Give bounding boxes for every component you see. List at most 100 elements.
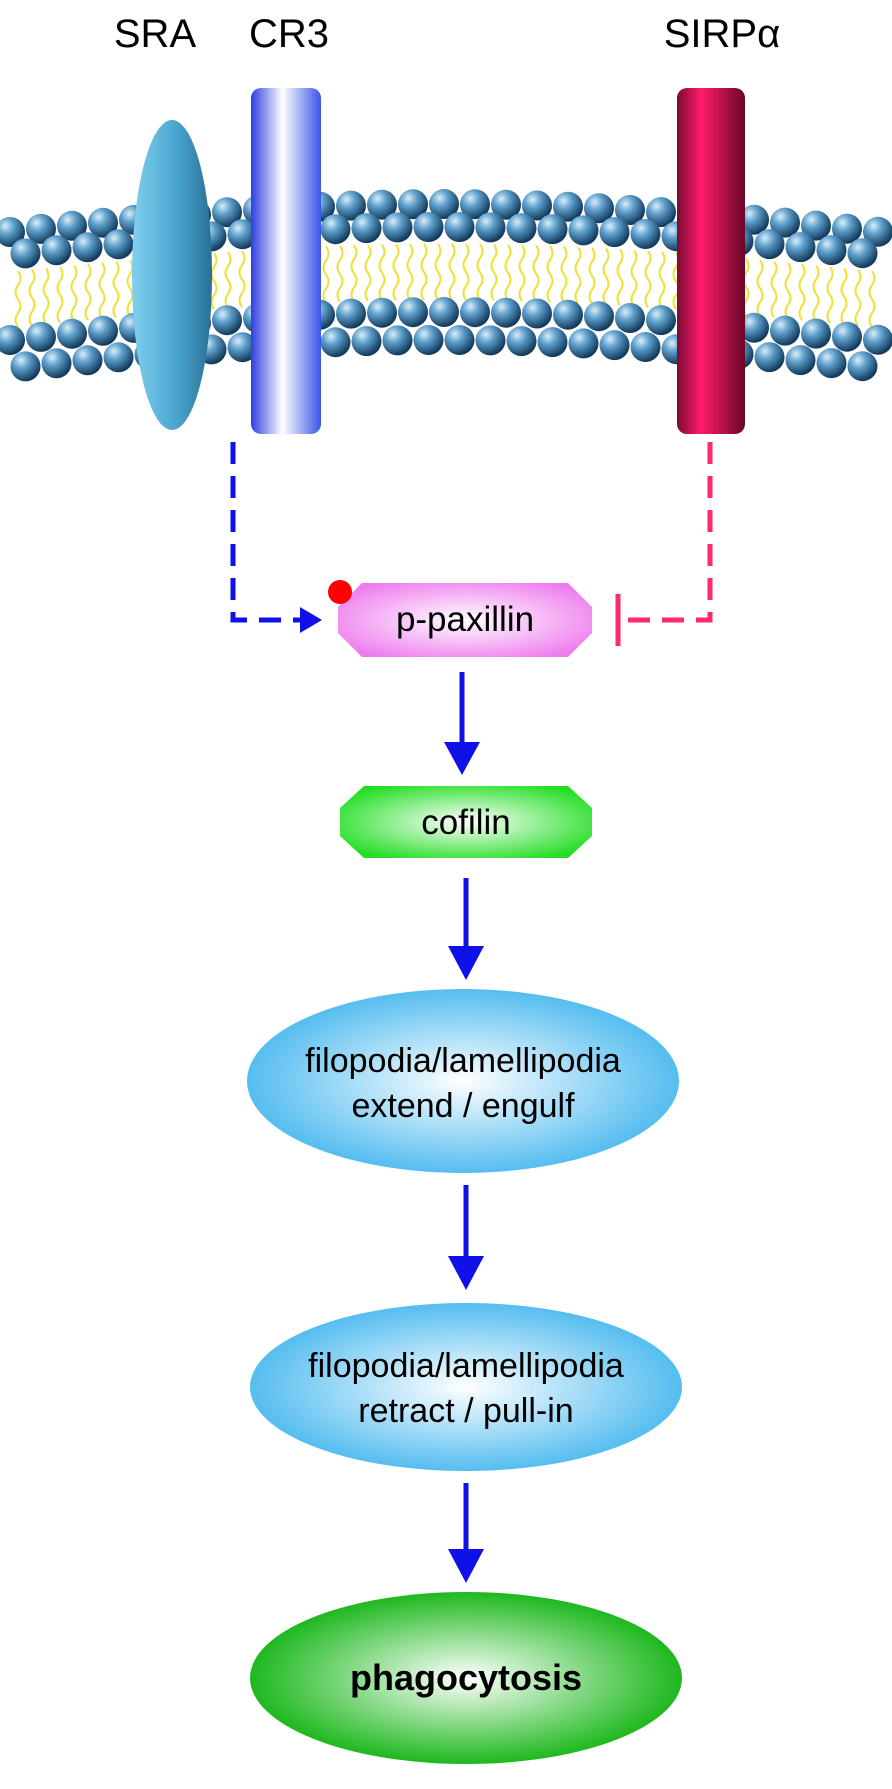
lipid-tail [574, 246, 582, 304]
lipid-head [801, 210, 831, 241]
lipid-head [801, 318, 831, 349]
sirpa-label: SIRPα [664, 12, 780, 56]
lipid-tail [868, 270, 876, 328]
lipid-tail [364, 244, 372, 302]
lipid-head [646, 197, 676, 228]
sirpa-receptor-shape [677, 88, 745, 434]
lipid-head [646, 305, 676, 336]
lipid-head [599, 330, 630, 361]
lipid-head [568, 328, 599, 359]
lipid-head [88, 207, 118, 238]
lipid-head [398, 189, 428, 220]
phagocytosis-ellipse [250, 1592, 682, 1764]
lipid-tail [434, 243, 442, 301]
lipid-head [739, 312, 769, 343]
phagocytosis-label: phagocytosis [350, 1657, 582, 1698]
sirpa-inhibition-dashed-line [620, 442, 713, 623]
lipid-head [584, 193, 614, 224]
lipid-head [320, 214, 351, 245]
lipid-tail [798, 263, 806, 321]
lipid-tail [70, 265, 78, 323]
lipid-head [26, 213, 56, 244]
lipid-tail [602, 248, 610, 306]
lipid-tail [84, 263, 92, 321]
cr3-to-p-paxillin-arrowhead [300, 607, 322, 633]
p-paxillin-box [338, 583, 592, 657]
lipid-head [770, 207, 800, 238]
lipid-head [832, 213, 862, 244]
lipid-head [227, 332, 258, 363]
lipid-head [785, 232, 816, 263]
retract-pull-in-ellipse [250, 1303, 682, 1471]
lipid-head [785, 345, 816, 376]
lipid-tail [14, 270, 22, 328]
lipid-tail [588, 247, 596, 305]
lipid-head [413, 212, 444, 242]
lipid-head [460, 297, 490, 328]
lipid-head [553, 299, 583, 330]
lipid-head [506, 326, 537, 357]
lipid-head [413, 325, 444, 355]
lipid-tail [546, 245, 554, 303]
lipid-head [491, 297, 521, 328]
lipid-head [367, 297, 397, 328]
lipid-tail [420, 243, 428, 301]
lipid-head [615, 303, 645, 333]
lipid-head [10, 351, 41, 382]
lipid-head [382, 325, 413, 356]
lipid-tail [770, 260, 778, 319]
lipid-head [444, 325, 475, 355]
lipid-head [227, 219, 258, 250]
lipid-head [212, 197, 242, 228]
lipid-head [72, 345, 103, 376]
lipid-tail [784, 262, 792, 320]
lipid-tail [28, 269, 36, 327]
lipid-head [460, 189, 490, 220]
sra-label: SRA [114, 12, 197, 56]
lipid-head [816, 348, 847, 379]
lipid-tail [476, 243, 484, 301]
lipid-tail [224, 251, 232, 309]
lipid-head [491, 189, 521, 220]
p-paxillin-label: p-paxillin [396, 600, 534, 639]
phospho-dot [328, 580, 352, 604]
lipid-head [754, 342, 785, 373]
lipid-tail [336, 245, 344, 303]
lipid-head [506, 213, 537, 244]
lipid-tail [826, 266, 834, 324]
lipid-tail [98, 262, 106, 320]
cr3-to-p-paxillin-dashed-line [230, 442, 315, 623]
lipid-head [584, 301, 614, 332]
lipid-head [103, 229, 134, 260]
lipid-head [367, 189, 397, 220]
lipid-tail [644, 250, 652, 308]
lipid-head [57, 210, 87, 241]
lipid-tail [210, 252, 218, 310]
lipid-tail [238, 250, 246, 308]
lipid-tail [42, 267, 50, 325]
cofilin-to-extend-arrowhead [448, 946, 484, 980]
lipid-head [475, 212, 506, 243]
lipid-head [739, 204, 769, 235]
lipid-tail [350, 244, 358, 303]
lipid-tail [658, 251, 666, 309]
extend-to-retract-arrowhead [448, 1256, 484, 1290]
lipid-tail [812, 265, 820, 323]
lipid-tail [532, 244, 540, 303]
lipid-tail [392, 243, 400, 302]
lipid-head [382, 212, 413, 243]
lipid-head [0, 217, 25, 247]
lipid-head [429, 297, 459, 327]
cr3-label: CR3 [249, 12, 329, 56]
lipid-head [863, 216, 892, 247]
lipid-tail [56, 266, 64, 324]
lipid-head [630, 219, 661, 249]
cofilin-label: cofilin [421, 803, 510, 842]
extend-engulf-ellipse [247, 989, 679, 1173]
lipid-head [351, 213, 382, 244]
lipid-head [72, 232, 103, 263]
lipid-head [630, 332, 661, 362]
lipid-head [615, 195, 645, 225]
